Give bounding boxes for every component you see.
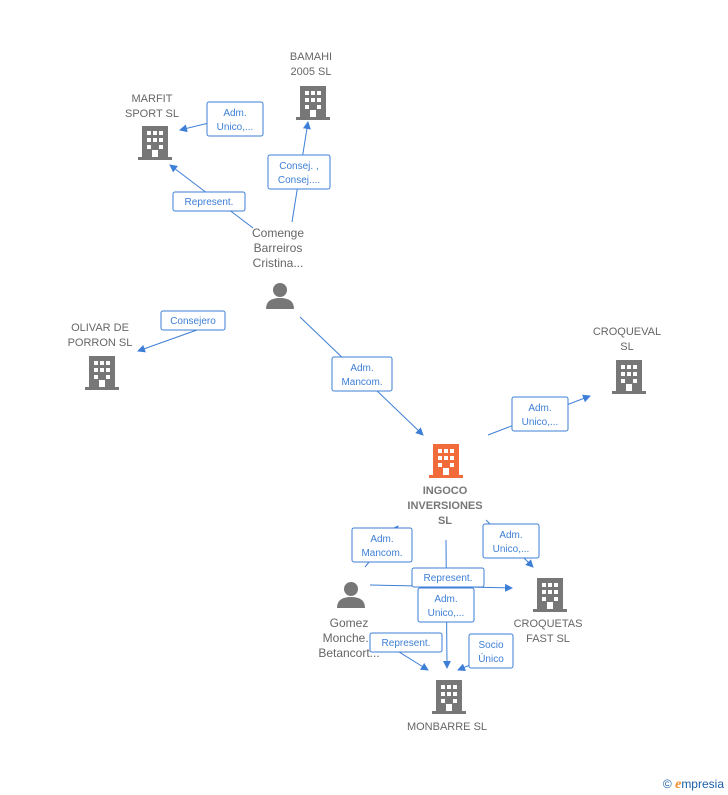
building-icon bbox=[533, 578, 567, 612]
brand-logo-text: mpresia bbox=[681, 777, 724, 791]
edge-label-text: Unico,... bbox=[428, 608, 465, 619]
edge-label-text: Consejero bbox=[170, 316, 216, 327]
node-croquetas[interactable]: CROQUETAS FAST SL bbox=[514, 578, 583, 645]
edge-label-text: Consej.... bbox=[278, 175, 320, 186]
node-label: Barreiros bbox=[254, 241, 303, 255]
edge-label-text: Mancom. bbox=[341, 377, 382, 388]
edge-label-text: Unico,... bbox=[522, 417, 559, 428]
copyright-icon: © bbox=[662, 777, 672, 791]
edge-label-adm-unico-croquetas[interactable]: Adm. Unico,... bbox=[482, 523, 540, 559]
edge-label-adm-mancom-gomez[interactable]: Adm. Mancom. bbox=[351, 527, 413, 563]
node-label: Comenge bbox=[252, 226, 304, 240]
node-label: Betancort... bbox=[318, 646, 379, 660]
edge-label-text: Socio bbox=[478, 640, 503, 651]
node-ingoco[interactable]: INGOCO INVERSIONES SL bbox=[407, 444, 483, 527]
edge-label-text: Represent. bbox=[382, 638, 431, 649]
edge-label-text: Represent. bbox=[185, 197, 234, 208]
edge-label-text: Consej. , bbox=[279, 161, 318, 172]
building-icon bbox=[432, 680, 466, 714]
edge-label-represent-monbarre[interactable]: Represent. bbox=[369, 632, 443, 653]
node-comenge[interactable]: Comenge Barreiros Cristina... bbox=[252, 226, 304, 309]
edge-label-adm-unico-croqueval[interactable]: Adm. Unico,... bbox=[511, 396, 569, 432]
node-label: MARFIT bbox=[132, 93, 173, 105]
edge-label-text: Adm. bbox=[499, 530, 522, 541]
node-label: PORRON SL bbox=[68, 337, 133, 349]
node-monbarre[interactable]: MONBARRE SL bbox=[407, 680, 487, 733]
edge-label-adm-unico-bamahi[interactable]: Adm. Unico,... bbox=[206, 101, 264, 137]
node-label: BAMAHI bbox=[290, 51, 332, 63]
person-icon bbox=[337, 582, 365, 608]
node-label: SL bbox=[438, 515, 452, 527]
edge-label-text: Unico,... bbox=[493, 544, 530, 555]
edge-label-text: Represent. bbox=[424, 573, 473, 584]
edge-label-text: Único bbox=[478, 652, 504, 665]
building-icon bbox=[85, 356, 119, 390]
edge-label-text: Adm. bbox=[434, 594, 457, 605]
edge-label-consej[interactable]: Consej. , Consej.... bbox=[267, 154, 331, 190]
edge-label-text: Adm. bbox=[528, 403, 551, 414]
node-label: Monche... bbox=[323, 631, 376, 645]
edge-label-adm-unico-monbarre[interactable]: Adm. Unico,... bbox=[417, 587, 475, 623]
edge-label-consejero[interactable]: Consejero bbox=[160, 310, 226, 331]
node-croqueval[interactable]: CROQUEVAL SL bbox=[593, 326, 661, 394]
node-olivar[interactable]: OLIVAR DE PORRON SL bbox=[68, 322, 133, 390]
building-icon bbox=[612, 360, 646, 394]
node-label: Gomez bbox=[330, 616, 369, 630]
edge-label-adm-mancom-ingoco[interactable]: Adm. Mancom. bbox=[331, 356, 393, 392]
node-marfit[interactable]: MARFIT SPORT SL bbox=[125, 93, 179, 160]
brand-logo-initial: e bbox=[675, 777, 682, 792]
node-gomez[interactable]: Gomez Monche... Betancort... bbox=[318, 582, 380, 660]
edge-label-text: Adm. bbox=[350, 363, 373, 374]
node-label: MONBARRE SL bbox=[407, 721, 487, 733]
node-label: OLIVAR DE bbox=[71, 322, 129, 334]
edge-label-text: Mancom. bbox=[361, 548, 402, 559]
edge-label-text: Unico,... bbox=[217, 122, 254, 133]
node-label: INVERSIONES bbox=[407, 500, 482, 512]
node-bamahi[interactable]: BAMAHI 2005 SL bbox=[290, 51, 332, 120]
node-label: INGOCO bbox=[423, 485, 468, 497]
node-label: FAST SL bbox=[526, 633, 570, 645]
edge-label-text: Adm. bbox=[223, 108, 246, 119]
node-label: 2005 SL bbox=[291, 66, 332, 78]
edge-label-text: Adm. bbox=[370, 534, 393, 545]
node-label: CROQUETAS bbox=[514, 618, 583, 630]
building-icon bbox=[296, 86, 330, 120]
edge-label-represent-marfit[interactable]: Represent. bbox=[172, 191, 246, 212]
node-label: Cristina... bbox=[253, 256, 304, 270]
building-icon bbox=[138, 126, 172, 160]
brand-footer[interactable]: © empresia bbox=[663, 777, 724, 793]
node-label: CROQUEVAL bbox=[593, 326, 661, 338]
node-label: SPORT SL bbox=[125, 108, 179, 120]
building-icon-highlighted bbox=[429, 444, 463, 478]
edge-label-socio-unico[interactable]: Socio Único bbox=[468, 633, 514, 669]
node-label: SL bbox=[620, 341, 633, 353]
edge-label-represent-croquetas[interactable]: Represent. bbox=[411, 567, 485, 588]
person-icon bbox=[266, 283, 294, 309]
